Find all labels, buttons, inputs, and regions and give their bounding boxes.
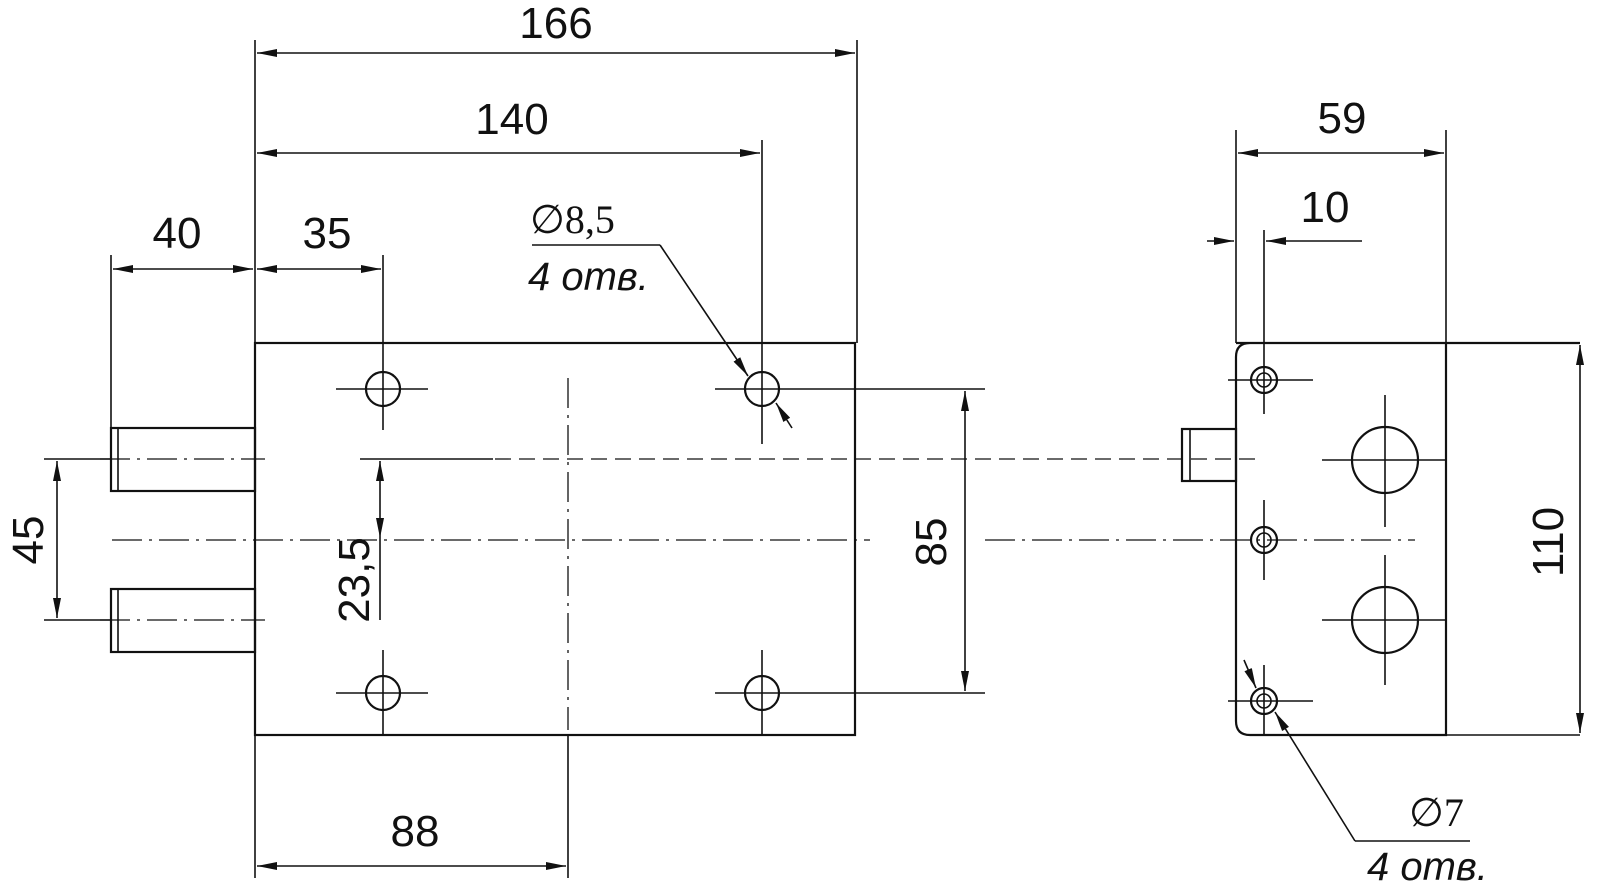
- mounting-hole-bottom-left: [336, 650, 428, 735]
- dim-text-23-5: 23,5: [330, 537, 379, 623]
- mounting-hole-top-left: [336, 356, 428, 430]
- side-view: 59 10 110 ∅7 4 отв.: [985, 94, 1584, 887]
- side-bolt-stub: [1180, 427, 1238, 483]
- front-body-outline: [253, 341, 857, 737]
- dim-text-35: 35: [303, 209, 352, 258]
- mounting-hole-top-right: [715, 140, 985, 444]
- dim-text-140: 140: [475, 95, 548, 144]
- side-hole-top: [1228, 230, 1313, 414]
- dim-text-45: 45: [4, 516, 53, 565]
- dim-text-110: 110: [1524, 507, 1573, 577]
- front-view: 166 140 40 35 45 23,5 85 88 ∅8,5 4 отв.: [4, 0, 1262, 878]
- dim-text-10: 10: [1301, 183, 1350, 232]
- callout-text-7-dia: ∅7: [1409, 790, 1464, 835]
- callout-text-8-5-dia: ∅8,5: [530, 197, 615, 242]
- callout-leader-8-5-tail: [775, 402, 793, 429]
- dim-text-85: 85: [907, 518, 956, 567]
- side-large-hole-lower: [1322, 555, 1446, 685]
- side-large-hole-upper: [1322, 395, 1446, 527]
- callout-text-7-count: 4 отв.: [1367, 845, 1488, 887]
- callout-text-8-5-count: 4 отв.: [528, 255, 649, 299]
- dim-text-88: 88: [391, 807, 440, 856]
- side-hole-bottom: [1228, 665, 1313, 735]
- dim-text-40: 40: [153, 209, 202, 258]
- mounting-hole-bottom-right: [715, 650, 985, 735]
- callout-leader-7: [1274, 711, 1356, 842]
- dim-text-166: 166: [519, 0, 592, 48]
- callout-leader-7-tail: [1243, 659, 1257, 689]
- dim-text-59: 59: [1318, 94, 1367, 143]
- callout-leader-8-5: [659, 244, 749, 377]
